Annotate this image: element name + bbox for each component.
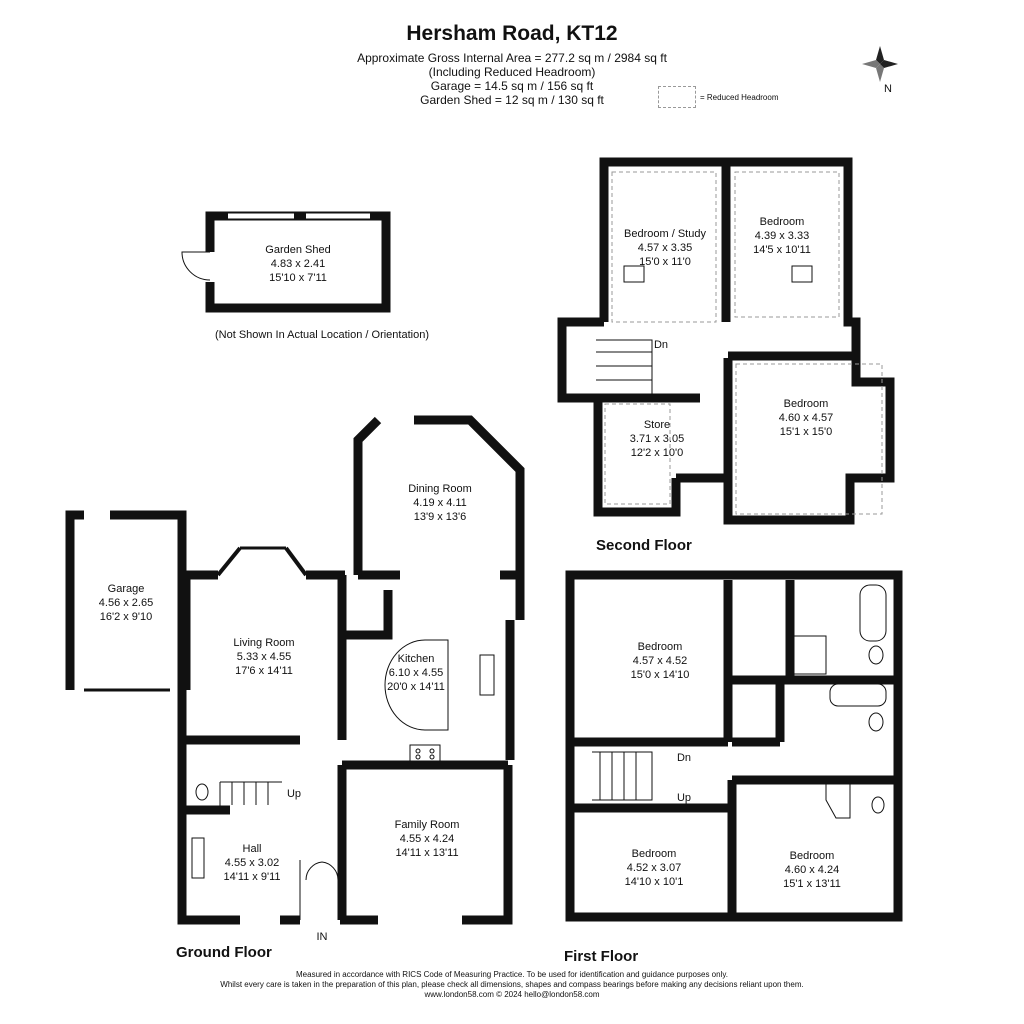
room-name: Bedroom — [784, 398, 829, 410]
area-line: Approximate Gross Internal Area = 277.2 … — [357, 51, 667, 65]
room-metric: 4.39 x 3.33 — [755, 230, 809, 242]
stair-up-label: Up — [287, 788, 301, 800]
room-metric: 6.10 x 4.55 — [389, 667, 443, 679]
dashed-box-icon — [658, 86, 696, 108]
room-name: Hall — [243, 843, 262, 855]
room-metric: 3.71 x 3.05 — [630, 433, 684, 445]
room-imperial: 17'6 x 14'11 — [235, 665, 293, 677]
ground-floor-walls — [65, 415, 525, 925]
room-metric: 4.83 x 2.41 — [271, 258, 325, 270]
stair-up-label: Up — [677, 792, 691, 804]
footer-disclaimer: Measured in accordance with RICS Code of… — [296, 970, 728, 979]
room-imperial: 15'0 x 11'0 — [639, 256, 691, 268]
room-imperial: 12'2 x 10'0 — [631, 447, 684, 459]
room-imperial: 14'10 x 10'1 — [625, 876, 684, 888]
ground-floor-details — [191, 639, 495, 920]
room-name: Bedroom — [790, 850, 835, 862]
room-name: Bedroom — [632, 848, 677, 860]
room-metric: 4.60 x 4.57 — [779, 412, 833, 424]
room-imperial: 14'11 x 9'11 — [223, 871, 280, 883]
footer-disclaimer: Whilst every care is taken in the prepar… — [220, 980, 804, 989]
room-name: Kitchen — [398, 653, 435, 665]
room-metric: 4.56 x 2.65 — [99, 597, 153, 609]
room-name: Dining Room — [408, 483, 472, 495]
second-floor-headroom — [604, 171, 883, 515]
room-imperial: 14'11 x 13'11 — [395, 847, 458, 859]
room-metric: 4.19 x 4.11 — [413, 497, 467, 509]
room-metric: 4.55 x 4.24 — [400, 833, 454, 845]
compass-icon — [862, 46, 898, 82]
second-floor-details — [596, 265, 813, 395]
stair-down-label: Dn — [654, 339, 668, 351]
room-name: Bedroom — [760, 216, 805, 228]
area-line: (Including Reduced Headroom) — [428, 65, 596, 79]
entrance-label: IN — [317, 931, 328, 943]
garden-shed-outline — [181, 211, 391, 313]
first-floor-walls — [565, 570, 903, 922]
second-floor-walls — [557, 157, 895, 525]
room-name: Store — [644, 419, 670, 431]
footer-contact: www.london58.com © 2024 hello@london58.c… — [424, 990, 600, 999]
room-metric: 4.52 x 3.07 — [627, 862, 681, 874]
room-name: Living Room — [233, 637, 294, 649]
room-metric: 5.33 x 4.55 — [237, 651, 291, 663]
room-imperial: 14'5 x 10'11 — [753, 244, 811, 256]
room-metric: 4.60 x 4.24 — [785, 864, 839, 876]
room-imperial: 16'2 x 9'10 — [100, 611, 153, 623]
room-metric: 4.55 x 3.02 — [225, 857, 279, 869]
stair-down-label: Dn — [677, 752, 691, 764]
room-name: Garden Shed — [265, 244, 330, 256]
reduced-headroom-legend: = Reduced Headroom — [658, 86, 779, 108]
room-name: Bedroom — [638, 641, 683, 653]
legend-label: = Reduced Headroom — [700, 92, 779, 102]
room-imperial: 15'10 x 7'11 — [269, 272, 327, 284]
first-floor-details — [592, 584, 887, 819]
floor-label-first: First Floor — [564, 948, 638, 965]
room-name: Family Room — [395, 819, 460, 831]
room-name: Garage — [108, 583, 145, 595]
room-imperial: 15'0 x 14'10 — [631, 669, 690, 681]
floor-label-ground: Ground Floor — [176, 944, 272, 961]
plan-title: Hersham Road, KT12 — [406, 22, 618, 45]
floor-label-second: Second Floor — [596, 537, 692, 554]
room-imperial: 15'1 x 13'11 — [783, 878, 841, 890]
room-imperial: 15'1 x 15'0 — [780, 426, 833, 438]
compass-north-label: N — [884, 83, 892, 95]
area-line: Garden Shed = 12 sq m / 130 sq ft — [420, 93, 604, 107]
room-metric: 4.57 x 3.35 — [638, 242, 692, 254]
room-metric: 4.57 x 4.52 — [633, 655, 687, 667]
room-imperial: 13'9 x 13'6 — [414, 511, 467, 523]
area-line: Garage = 14.5 sq m / 156 sq ft — [430, 79, 594, 93]
shed-note: (Not Shown In Actual Location / Orientat… — [215, 329, 429, 341]
room-name: Bedroom / Study — [624, 228, 706, 240]
room-imperial: 20'0 x 14'11 — [387, 681, 445, 693]
